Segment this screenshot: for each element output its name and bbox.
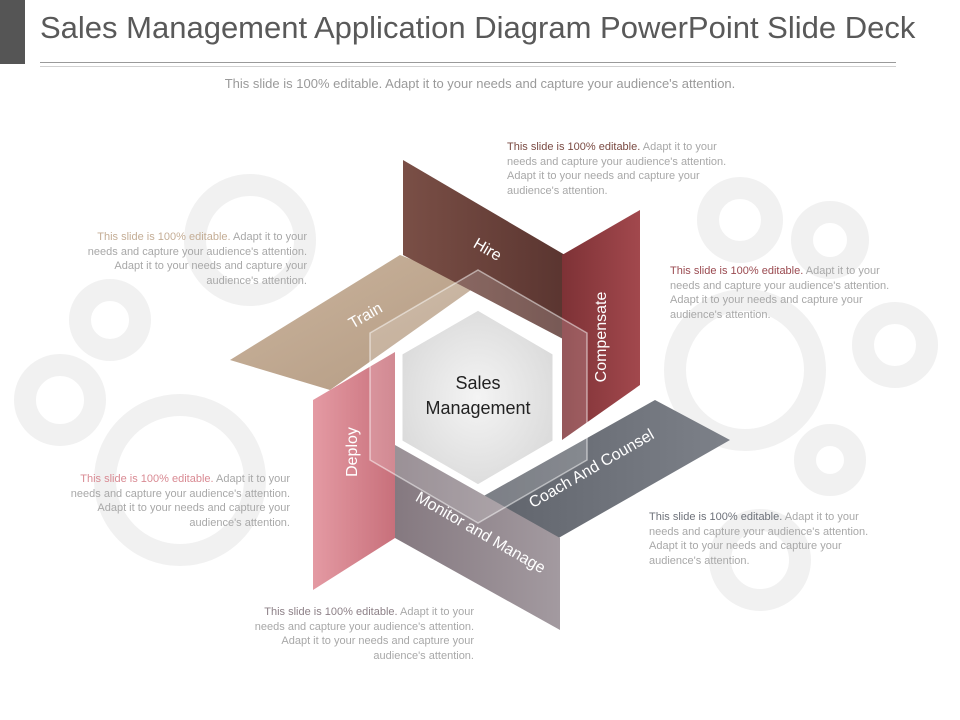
note-lead: This slide is 100% editable. bbox=[80, 473, 214, 485]
segment-train bbox=[230, 255, 478, 390]
gear-icon bbox=[664, 289, 826, 451]
center-label-line1: Sales bbox=[455, 373, 500, 393]
slide-title: Sales Management Application Diagram Pow… bbox=[40, 10, 916, 45]
center-label-line2: Management bbox=[425, 398, 530, 418]
note-monitor-and-manage: This slide is 100% editable. Adapt it to… bbox=[254, 605, 474, 663]
segment-hire bbox=[403, 160, 565, 340]
note-lead: This slide is 100% editable. bbox=[507, 141, 641, 153]
note-body: Adapt it to your needs and capture your … bbox=[87, 231, 307, 287]
segment-deploy bbox=[313, 352, 395, 590]
note-body: Adapt it to your needs and capture your … bbox=[507, 141, 727, 197]
note-deploy: This slide is 100% editable. Adapt it to… bbox=[70, 472, 290, 530]
gear-icon bbox=[69, 279, 151, 361]
segment-coach-and-counsel bbox=[480, 400, 730, 540]
note-lead: This slide is 100% editable. bbox=[670, 265, 804, 277]
gear-icon bbox=[791, 201, 869, 279]
segment-label-deploy: Deploy bbox=[344, 427, 361, 477]
segment-label-compensate: Compensate bbox=[593, 292, 610, 383]
note-body: Adapt it to your needs and capture your … bbox=[70, 473, 290, 529]
title-divider-secondary bbox=[40, 66, 896, 67]
note-body: Adapt it to your needs and capture your … bbox=[254, 606, 474, 662]
note-hire: This slide is 100% editable. Adapt it to… bbox=[507, 140, 727, 198]
gear-icon bbox=[852, 302, 938, 388]
note-lead: This slide is 100% editable. bbox=[649, 511, 783, 523]
center-hexagon bbox=[397, 305, 558, 490]
gear-icon bbox=[697, 177, 783, 263]
segment-monitor-and-manage bbox=[395, 445, 560, 630]
gear-icon bbox=[94, 394, 266, 566]
gear-icon bbox=[184, 174, 316, 306]
title-accent-bar bbox=[0, 0, 25, 64]
title-divider bbox=[40, 62, 896, 63]
note-body: Adapt it to your needs and capture your … bbox=[649, 511, 869, 567]
note-lead: This slide is 100% editable. bbox=[264, 606, 398, 618]
gear-icon bbox=[14, 354, 106, 446]
note-body: Adapt it to your needs and capture your … bbox=[670, 265, 890, 321]
gear-icon bbox=[709, 509, 811, 611]
background-gears bbox=[14, 174, 938, 611]
note-coach-and-counsel: This slide is 100% editable. Adapt it to… bbox=[649, 510, 869, 568]
note-compensate: This slide is 100% editable. Adapt it to… bbox=[670, 264, 890, 322]
gear-icon bbox=[794, 424, 866, 496]
note-train: This slide is 100% editable. Adapt it to… bbox=[87, 230, 307, 288]
segment-compensate bbox=[562, 210, 640, 440]
slide-subtitle: This slide is 100% editable. Adapt it to… bbox=[224, 76, 736, 91]
note-lead: This slide is 100% editable. bbox=[97, 231, 231, 243]
